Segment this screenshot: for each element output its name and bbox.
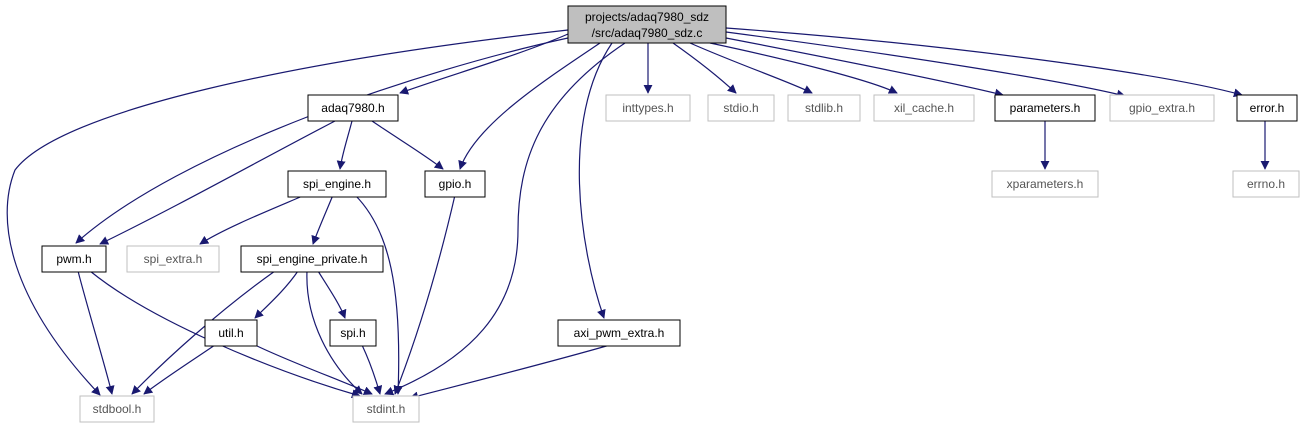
node-gpio_extra-h[interactable]: gpio_extra.h — [1109, 94, 1215, 122]
root-path-line1: projects/adaq7980_sdz — [585, 10, 709, 24]
edge-root-stdlib — [689, 42, 813, 94]
edge-root-stdint — [384, 42, 626, 396]
node-label: stdio.h — [723, 101, 758, 115]
node-label: adaq7980.h — [321, 101, 384, 115]
edge-spi_engine-stdint — [354, 194, 403, 395]
node-errno-h[interactable]: errno.h — [1232, 170, 1300, 198]
node-label: spi_extra.h — [144, 252, 203, 266]
edge-root-xil_cache — [709, 42, 898, 94]
edge-root-pwm — [75, 37, 569, 244]
edge-adaq7980-spi_engine — [336, 120, 353, 170]
node-label: error.h — [1250, 101, 1285, 115]
node-axi_pwm_extra-h[interactable]: axi_pwm_extra.h — [557, 319, 681, 347]
node-pwm-h[interactable]: pwm.h — [41, 245, 107, 273]
edge-spi_engine_private-stdbool — [131, 270, 276, 395]
edge-spi_engine_private-util — [254, 270, 299, 319]
node-stdbool-h[interactable]: stdbool.h — [79, 395, 155, 423]
node-label: gpio_extra.h — [1129, 101, 1195, 115]
edge-spi_engine-spi_extra — [199, 194, 306, 245]
node-label: xil_cache.h — [894, 101, 954, 115]
edge-root-axi_pwm_extra — [578, 42, 613, 319]
edge-spi_engine_private-spi — [317, 270, 347, 319]
node-xil_cache-h[interactable]: xil_cache.h — [873, 94, 975, 122]
node-label: util.h — [218, 326, 243, 340]
edge-root-stdbool — [6, 29, 569, 396]
edge-util-stdint — [254, 344, 373, 395]
edge-layer — [6, 27, 1270, 401]
edge-root-adaq7980 — [399, 33, 569, 95]
node-adaq7980-h[interactable]: adaq7980.h — [307, 94, 399, 122]
node-label: pwm.h — [56, 252, 91, 266]
node-label: stdint.h — [367, 402, 406, 416]
edge-spi_engine-spi_engine_private — [311, 194, 334, 245]
root-path-line2: /src/adaq7980_sdz.c — [592, 26, 703, 40]
node-label: parameters.h — [1010, 101, 1081, 115]
node-spi_engine_private-h[interactable]: spi_engine_private.h — [240, 245, 384, 273]
node-util-h[interactable]: util.h — [204, 319, 258, 347]
node-spi_extra-h[interactable]: spi_extra.h — [126, 245, 220, 273]
edge-util-stdbool — [143, 344, 216, 395]
node-stdlib-h[interactable]: stdlib.h — [787, 94, 861, 122]
node-inttypes-h[interactable]: inttypes.h — [605, 94, 691, 122]
edge-adaq7980-gpio — [371, 120, 444, 170]
node-gpio-h[interactable]: gpio.h — [424, 170, 486, 198]
edge-spi_engine_private-stdint — [306, 270, 363, 395]
node-label: stdlib.h — [805, 101, 843, 115]
node-stdio-h[interactable]: stdio.h — [707, 94, 775, 122]
edge-root-stdio — [672, 42, 737, 94]
node-root-file[interactable]: projects/adaq7980_sdz /src/adaq7980_sdz.… — [567, 5, 727, 44]
edge-axi_pwm_extra-stdint — [409, 344, 611, 401]
node-label: axi_pwm_extra.h — [574, 326, 665, 340]
edge-pwm-stdbool — [77, 270, 115, 395]
edge-gpio-stdint — [393, 194, 456, 395]
edge-spi-stdint — [361, 344, 383, 395]
node-label: spi.h — [340, 326, 365, 340]
edge-adaq7980-pwm — [99, 120, 336, 245]
node-label: xparameters.h — [1007, 177, 1084, 191]
edge-root-gpio — [458, 42, 601, 170]
node-label: stdbool.h — [93, 402, 142, 416]
node-error-h[interactable]: error.h — [1236, 94, 1298, 122]
node-label: spi_engine.h — [303, 177, 371, 191]
node-spi-h[interactable]: spi.h — [329, 319, 377, 347]
node-label: errno.h — [1247, 177, 1285, 191]
node-label: inttypes.h — [622, 101, 673, 115]
node-spi_engine-h[interactable]: spi_engine.h — [287, 170, 387, 198]
node-parameters-h[interactable]: parameters.h — [994, 94, 1096, 122]
node-xparameters-h[interactable]: xparameters.h — [991, 170, 1099, 198]
node-label: gpio.h — [439, 177, 472, 191]
edge-root-error — [725, 27, 1243, 98]
node-label: spi_engine_private.h — [257, 252, 368, 266]
node-layer: projects/adaq7980_sdz /src/adaq7980_sdz.… — [41, 5, 1300, 423]
edge-root-parameters — [725, 37, 1004, 98]
node-stdint-h[interactable]: stdint.h — [352, 395, 420, 423]
edge-root-gpio_extra — [725, 31, 1126, 99]
